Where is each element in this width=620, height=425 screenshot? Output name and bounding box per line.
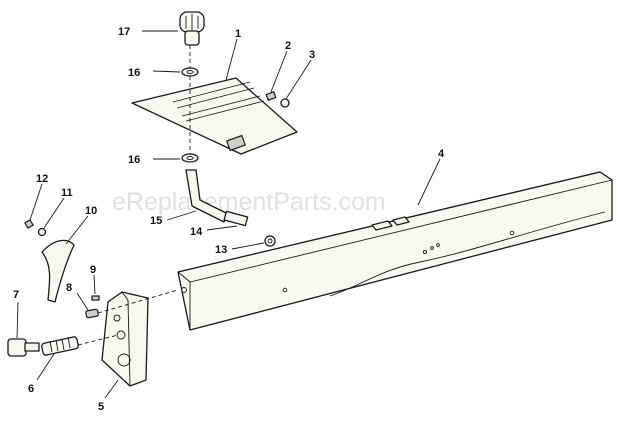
callout-17: 17 xyxy=(118,26,130,38)
part-washer-upper xyxy=(181,67,199,77)
part-curved-guard xyxy=(41,239,75,303)
callout-4: 4 xyxy=(438,148,445,160)
callout-5: 5 xyxy=(98,401,104,413)
part-screw-bracket xyxy=(85,308,99,319)
part-knob xyxy=(179,11,205,46)
part-pin xyxy=(91,295,100,301)
part-washer-lower xyxy=(181,153,199,163)
callout-9: 9 xyxy=(90,264,96,276)
callout-16-lower: 16 xyxy=(128,154,140,166)
callout-15: 15 xyxy=(150,215,162,227)
callout-3: 3 xyxy=(309,49,315,61)
callout-1: 1 xyxy=(235,28,241,40)
callout-8: 8 xyxy=(66,282,72,294)
callout-7: 7 xyxy=(13,289,19,301)
part-screw-tiny xyxy=(24,219,34,229)
callout-16-upper: 16 xyxy=(128,67,140,79)
part-arm-beam xyxy=(177,171,613,331)
part-threaded-stud xyxy=(41,336,79,356)
callout-14: 14 xyxy=(190,226,203,238)
callout-2: 2 xyxy=(285,40,291,52)
callout-12: 12 xyxy=(36,173,48,185)
part-nut-tiny xyxy=(37,227,47,237)
part-end-bracket xyxy=(101,291,149,387)
part-screw-small xyxy=(265,91,277,101)
part-nut-rod xyxy=(264,235,276,247)
part-bent-rod xyxy=(185,169,249,227)
watermark-text: eReplacementParts.com xyxy=(112,188,386,216)
part-table-plate xyxy=(131,77,298,155)
callout-6: 6 xyxy=(28,383,34,395)
callout-13: 13 xyxy=(215,244,227,256)
part-nut-small xyxy=(280,98,290,108)
callout-10: 10 xyxy=(85,205,97,217)
part-knob-screw xyxy=(7,338,27,357)
callout-11: 11 xyxy=(61,187,73,199)
